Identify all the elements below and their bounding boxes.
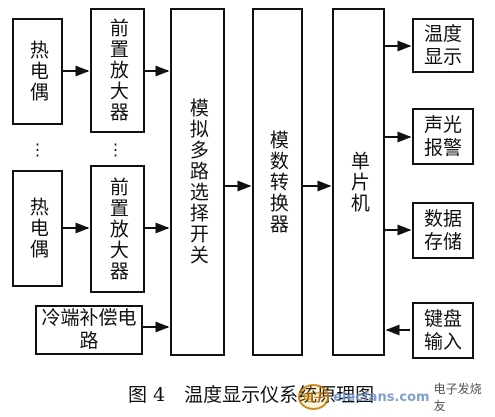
watermark-site: elecfans.com [333,389,430,405]
data-storage-label: 数据存储 [423,207,462,253]
cold-junction-label: 冷端补偿电路 [41,307,137,352]
temp-display-label: 温度显示 [423,22,462,68]
thermocouple-box-2: 热电偶 [12,170,63,287]
alarm-label: 声光报警 [423,113,462,159]
temp-display-box: 温度显示 [412,18,474,73]
watermark: 电子 elecfans.com 电子发烧友 [298,382,488,413]
ellipsis-left: ⋮ [28,140,47,155]
thermocouple-label-1: 热电偶 [26,40,49,103]
adc-label: 模数转换器 [266,129,289,235]
preamp-label-1: 前置放大器 [106,18,129,123]
mcu-label: 单片机 [347,150,370,214]
alarm-box: 声光报警 [412,108,474,165]
preamp-box-1: 前置放大器 [90,8,145,133]
analog-mux-box: 模拟多路选择开关 [170,8,225,356]
adc-box: 模数转换器 [252,8,303,356]
thermocouple-box-1: 热电偶 [12,18,63,125]
thermocouple-label-2: 热电偶 [26,197,49,260]
data-storage-box: 数据存储 [412,202,474,259]
preamp-label-2: 前置放大器 [106,176,129,282]
analog-mux-label: 模拟多路选择开关 [186,98,209,266]
preamp-box-2: 前置放大器 [90,165,145,293]
watermark-logo-icon: 电子 [298,384,330,410]
ellipsis-middle: ⋮ [106,140,125,155]
cold-junction-box: 冷端补偿电路 [35,305,143,355]
watermark-name: 电子发烧友 [433,382,482,413]
keyboard-input-box: 键盘输入 [412,302,474,359]
keyboard-input-label: 键盘输入 [423,307,462,353]
mcu-box: 单片机 [332,8,385,356]
